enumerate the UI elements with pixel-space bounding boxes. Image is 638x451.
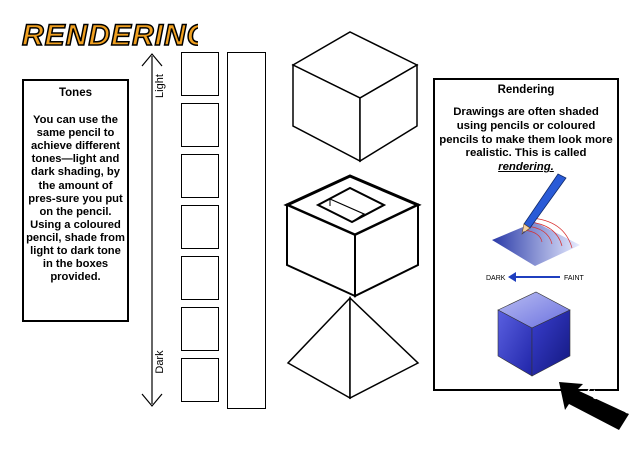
tone-box[interactable] [181,205,219,249]
light-label: Light [154,74,166,98]
page-title: RENDERING [22,19,198,52]
shaded-cube [497,291,571,377]
light-source-arrow: Light Source [559,382,635,430]
rendering-emphasis: rendering. [498,161,554,174]
tone-box[interactable] [181,358,219,402]
shading-sheet [492,222,580,266]
light-dark-arrow [141,53,163,407]
rendering-body-text: Drawings are often shaded using pencils … [439,106,613,160]
pyramid-shape [286,296,420,400]
rendering-body: Drawings are often shaded using pencils … [435,106,617,175]
tones-body: You can use the same pencil to achieve d… [26,114,125,284]
tone-box[interactable] [181,307,219,351]
pencil-icon [521,173,567,235]
gradient-strip[interactable] [227,52,266,409]
shapes-column [283,31,422,400]
tone-box[interactable] [181,52,219,96]
faint-label-small: FAINT [564,275,585,282]
hollow-block-shape [283,174,422,298]
rendering-title: Rendering [497,84,555,96]
tone-box[interactable] [181,103,219,147]
cube-shape [291,31,419,163]
tones-title: Tones [58,87,92,99]
dark-faint-arrow [508,272,560,282]
tone-box[interactable] [181,256,219,300]
rendering-illustration: DARK FAINT [486,173,585,377]
tones-panel: Tones You can use the same pencil to ach… [22,79,129,322]
dark-label: Dark [154,350,166,374]
dark-label-small: DARK [486,275,506,282]
tone-box[interactable] [181,154,219,198]
page-title-graphic: RENDERING [21,18,198,53]
